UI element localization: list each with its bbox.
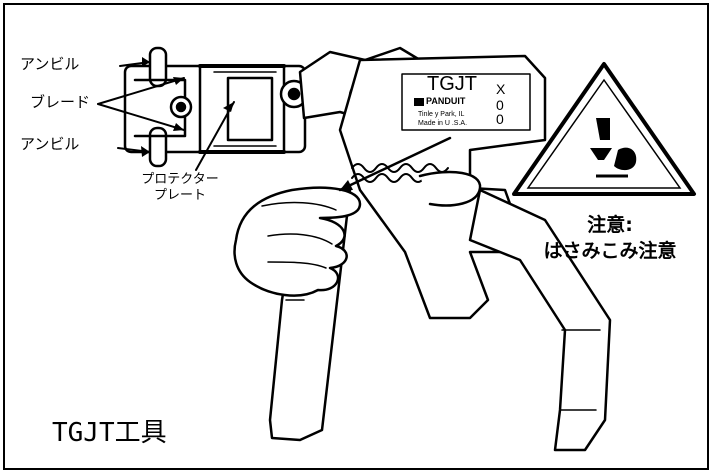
model-plate-origin: Made in U .S.A. — [418, 120, 468, 127]
pinch-warning-icon — [512, 62, 696, 196]
caution-pinch-text: はさみこみ注意 — [543, 240, 677, 262]
caution-heading: 注意: — [587, 214, 633, 236]
anvil-top-label: アンビル — [20, 55, 80, 73]
model-plate-code-1: X — [496, 81, 506, 97]
tool-head — [123, 46, 309, 168]
pinch-point-arrow — [338, 136, 452, 192]
caution-label: 注意: はさみこみ注意 — [520, 212, 700, 264]
protector-plate-label-line1: プロテクター — [141, 172, 219, 187]
hand — [233, 170, 482, 297]
callout-arrows — [97, 61, 235, 171]
brand-logo: PANDUIT — [414, 97, 465, 106]
protector-plate-label-line2: プレート — [153, 188, 206, 203]
blade-label: ブレード — [30, 93, 91, 111]
protector-plate-label: プロテクター プレート — [130, 172, 230, 204]
tool-title: TGJT工具 — [52, 418, 167, 448]
model-plate-model: TGJT — [427, 73, 477, 95]
anvil-bottom-label: アンビル — [20, 135, 80, 153]
brand-logo-mark — [414, 97, 424, 106]
model-plate-code-3: 0 — [496, 111, 504, 127]
model-plate-city: Tinle y Park, IL — [418, 111, 465, 118]
model-plate-code-2: 0 — [496, 97, 504, 113]
brand-name: PANDUIT — [426, 96, 466, 106]
moving-handle — [468, 188, 612, 452]
diagram-frame — [3, 3, 709, 470]
